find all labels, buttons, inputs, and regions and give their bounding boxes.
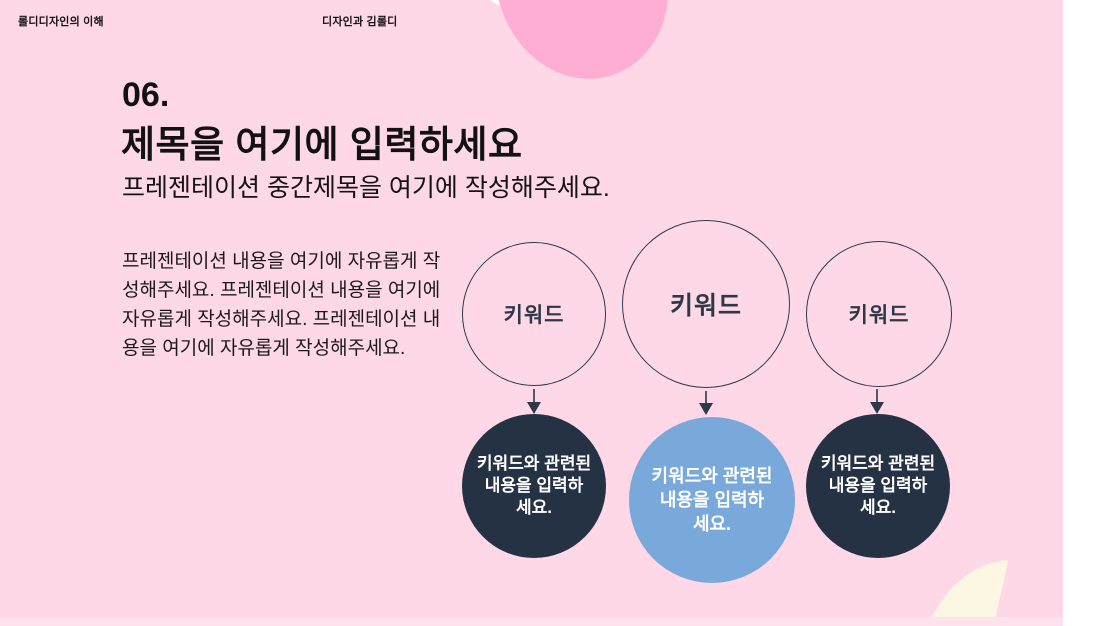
keyword-detail-circle-1: 키워드와 관련된 내용을 입력하 세요. [462,414,606,558]
keyword-detail-circle-2: 키워드와 관련된 내용을 입력하 세요. [629,417,795,583]
detail-line: 키워드와 관련된 [820,454,936,473]
white-blob-shape [490,0,520,6]
detail-line: 키워드와 관련된 [476,454,592,473]
detail-line: 내용을 입력하 [484,476,584,495]
keyword-label-2: 키워드 [669,292,742,320]
page-subtitle: 프레젠테이션 중간제목을 여기에 작성해주세요. [122,174,610,202]
arrow-down-icon-1 [527,389,541,414]
header-course-label: 롤디디자인의 이해 [18,16,104,28]
body-paragraph: 프레젠테이션 내용을 여기에 자유롭게 작성해주세요. 프레젠테이션 내용을 여… [122,251,441,359]
header-topic-label: 디자인과 김롤디 [322,16,398,28]
keyword-detail-circle-3: 키워드와 관련된 내용을 입력하 세요. [806,414,950,558]
detail-line: 세요. [692,514,732,534]
detail-line: 세요. [859,498,896,517]
slide: 롤디디자인의 이해 디자인과 김롤디 06. 제목을 여기에 입력하세요 프레젠… [0,0,1063,626]
arrow-down-icon-3 [870,389,884,414]
detail-line: 내용을 입력하 [828,476,928,495]
keyword-circle-1: 키워드 [462,242,606,386]
detail-line: 키워드와 관련된 [651,466,773,486]
keyword-circle-3: 키워드 [806,241,952,387]
section-number: 06. [122,76,170,114]
keyword-circle-2: 키워드 [622,220,790,388]
bottom-strip [0,617,1063,626]
arrow-down-icon-2 [699,391,713,415]
keyword-label-3: 키워드 [848,304,910,327]
cream-blob-shape [928,560,1008,626]
detail-line: 세요. [515,498,552,517]
page-title: 제목을 여기에 입력하세요 [121,124,523,165]
keyword-label-1: 키워드 [503,304,565,327]
detail-line: 내용을 입력하 [659,490,765,510]
pink-blob-shape [495,0,669,79]
